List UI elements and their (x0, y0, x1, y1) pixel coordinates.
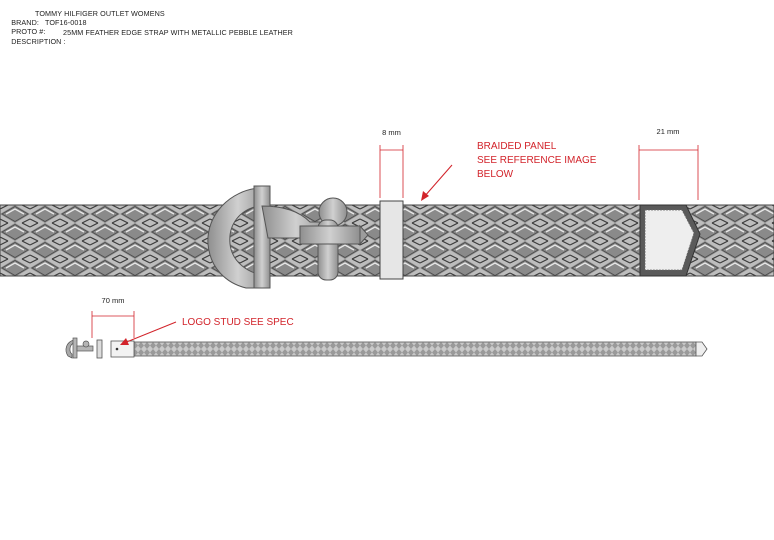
description-value: 25MM FEATHER EDGE STRAP WITH METALLIC PE… (63, 28, 293, 37)
description-label: DESCRIPTION : (11, 37, 66, 46)
belt-loop-keeper (379, 200, 404, 280)
brand-label: BRAND: (11, 18, 39, 27)
braided-panel-arrow (421, 191, 429, 201)
small-loop-keeper (96, 339, 103, 359)
braided-panel-line1: BRAIDED PANEL (477, 141, 557, 152)
tip-width-label: 21 mm (657, 127, 680, 136)
proto-line: PROTO #:TOF16-0018 (7, 18, 86, 36)
braided-panel-note: BRAIDED PANEL SEE REFERENCE IMAGE BELOW (421, 141, 597, 201)
logo-stud-note: LOGO STUD SEE SPEC (120, 317, 294, 345)
loop-width-label: 8 mm (382, 128, 401, 137)
small-leather-tip (695, 341, 708, 357)
logo-stud-label: LOGO STUD SEE SPEC (182, 317, 294, 328)
tip-width-dimension: 21 mm (638, 127, 699, 200)
braided-panel-line3: BELOW (477, 169, 514, 180)
brand-value: TOMMY HILFIGER OUTLET WOMENS (35, 9, 165, 18)
description-line: DESCRIPTION :25MM FEATHER EDGE STRAP WIT… (7, 28, 293, 46)
logo-stud (115, 347, 119, 351)
full-belt-view (65, 337, 708, 359)
logo-stud-arrow (120, 338, 129, 345)
braided-panel-line2: SEE REFERENCE IMAGE (477, 155, 597, 166)
small-anchor-buckle-icon (65, 337, 94, 359)
buckle-length-label: 70 mm (102, 296, 125, 305)
buckle-length-dimension: 70 mm (91, 296, 135, 338)
anchor-buckle-icon (207, 185, 369, 289)
proto-label: PROTO #: (11, 27, 46, 36)
small-braided-strap (133, 341, 697, 357)
loop-width-dimension: 8 mm (379, 128, 404, 198)
brand-line: BRAND:TOMMY HILFIGER OUTLET WOMENS (7, 9, 164, 27)
proto-value: TOF16-0018 (45, 18, 87, 27)
